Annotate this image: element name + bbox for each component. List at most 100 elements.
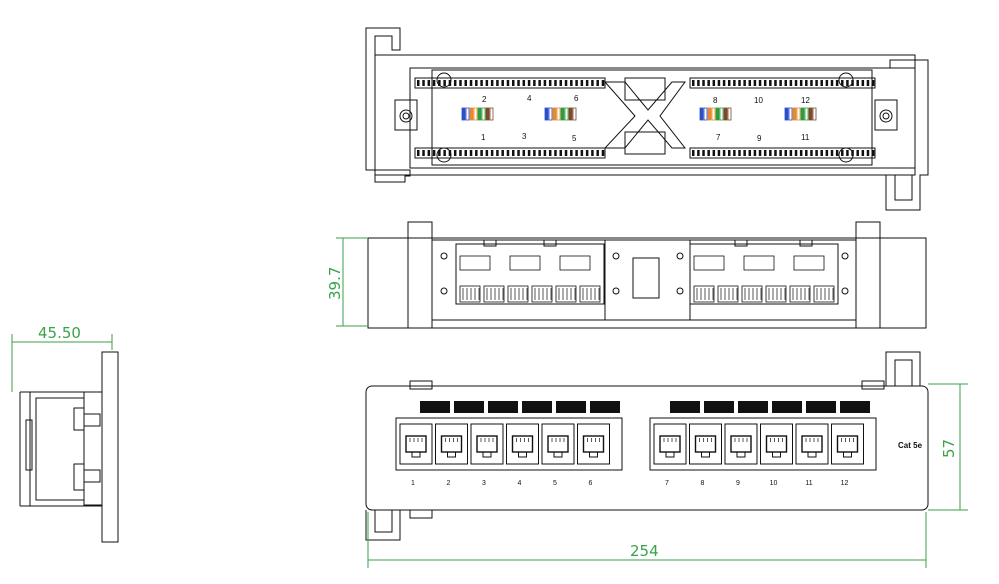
port-number: 9 (736, 480, 740, 487)
idc-tooth (417, 150, 420, 156)
rear-top-number: 2 (482, 95, 487, 104)
idc-tooth (453, 150, 457, 156)
idc-tooth (517, 150, 520, 156)
rear-bottom-number: 9 (757, 134, 762, 143)
idc-tooth (559, 150, 562, 156)
rj45-port[interactable] (470, 423, 504, 465)
idc-tooth (422, 80, 425, 86)
rj45-port[interactable] (435, 423, 468, 465)
rj45-port[interactable] (795, 423, 829, 465)
idc-tooth (820, 80, 823, 86)
depth-bracket (83, 351, 119, 543)
idc-tooth (438, 80, 441, 86)
port-number: 7 (665, 480, 669, 487)
idc-tooth (769, 150, 772, 156)
idc-tooth (585, 80, 589, 86)
idc-tooth (702, 80, 705, 86)
front-left-bracket (365, 509, 401, 541)
port-number: 4 (518, 480, 522, 487)
depth-view (19, 351, 119, 543)
idc-strip (689, 147, 876, 159)
rj45-port[interactable] (689, 423, 722, 465)
rear-top-number: 6 (574, 94, 579, 103)
port-label-strip (590, 401, 620, 413)
port-number: 3 (482, 480, 486, 487)
rj45-port[interactable] (724, 423, 758, 465)
idc-tooth (496, 150, 499, 156)
rj45-port[interactable] (577, 423, 610, 465)
idc-tooth (743, 150, 746, 156)
rj45-port[interactable] (399, 423, 433, 465)
rj45-port[interactable] (831, 423, 864, 465)
idc-tooth (548, 150, 552, 156)
rear-panel (431, 69, 873, 166)
wire-pin (804, 107, 809, 121)
idc-tooth (533, 80, 536, 86)
idc-tooth (851, 80, 854, 86)
rj45-port[interactable] (760, 423, 793, 465)
idc-tooth (538, 80, 541, 86)
idc-tooth (443, 150, 446, 156)
idc-tooth (601, 150, 605, 156)
side-terminal (717, 285, 739, 303)
idc-tooth (448, 80, 452, 86)
idc-tooth (753, 150, 757, 156)
idc-tooth (727, 80, 731, 86)
port-number: 2 (447, 480, 451, 487)
port-number: 1 (411, 480, 415, 487)
idc-tooth (570, 80, 573, 86)
idc-tooth (570, 150, 573, 156)
idc-tooth (871, 150, 875, 156)
idc-tooth (825, 80, 829, 86)
rear-body-inner (409, 67, 916, 169)
port-number: 5 (553, 480, 557, 487)
idc-tooth (717, 150, 721, 156)
wire-pin (469, 107, 474, 121)
idc-strip (414, 147, 606, 159)
idc-tooth (692, 150, 695, 156)
port-label-strip (738, 401, 768, 413)
rear-right-clamp (874, 99, 898, 131)
side-terminal (555, 285, 577, 303)
rj45-port[interactable] (541, 423, 575, 465)
idc-tooth (784, 150, 787, 156)
front-label-strips (420, 401, 870, 413)
idc-tooth (810, 80, 813, 86)
idc-tooth (753, 80, 757, 86)
idc-tooth (522, 150, 526, 156)
idc-tooth (774, 80, 777, 86)
idc-tooth (417, 80, 420, 86)
idc-tooth (805, 80, 808, 86)
idc-tooth (538, 150, 541, 156)
wire-pin (727, 107, 732, 121)
idc-tooth (427, 80, 431, 86)
front-port-group-right (649, 417, 877, 471)
idc-tooth (459, 80, 462, 86)
rj45-port[interactable] (653, 423, 687, 465)
idc-tooth (432, 150, 436, 156)
rear-left-screw (399, 109, 413, 123)
side-jack-top (693, 255, 725, 271)
idc-tooth (769, 80, 772, 86)
idc-tooth (512, 80, 515, 86)
idc-tooth (517, 80, 520, 86)
idc-tooth (727, 150, 731, 156)
idc-tooth (490, 150, 494, 156)
rear-center-cross (603, 81, 687, 149)
idc-tooth (527, 150, 531, 156)
rear-number-labels: 2 4 6 8 10 12 1 3 5 7 9 11 (481, 94, 810, 143)
wire-pin (461, 107, 466, 121)
idc-tooth (758, 80, 762, 86)
idc-tooth (815, 150, 818, 156)
idc-tooth (548, 80, 552, 86)
idc-tooth (422, 150, 425, 156)
wire-pin (560, 107, 565, 121)
idc-tooth (591, 150, 594, 156)
rj45-port[interactable] (506, 423, 539, 465)
idc-tooth (580, 150, 584, 156)
wire-pin (715, 107, 720, 121)
idc-tooth (861, 80, 865, 86)
idc-tooth (575, 150, 578, 156)
idc-tooth (697, 150, 700, 156)
